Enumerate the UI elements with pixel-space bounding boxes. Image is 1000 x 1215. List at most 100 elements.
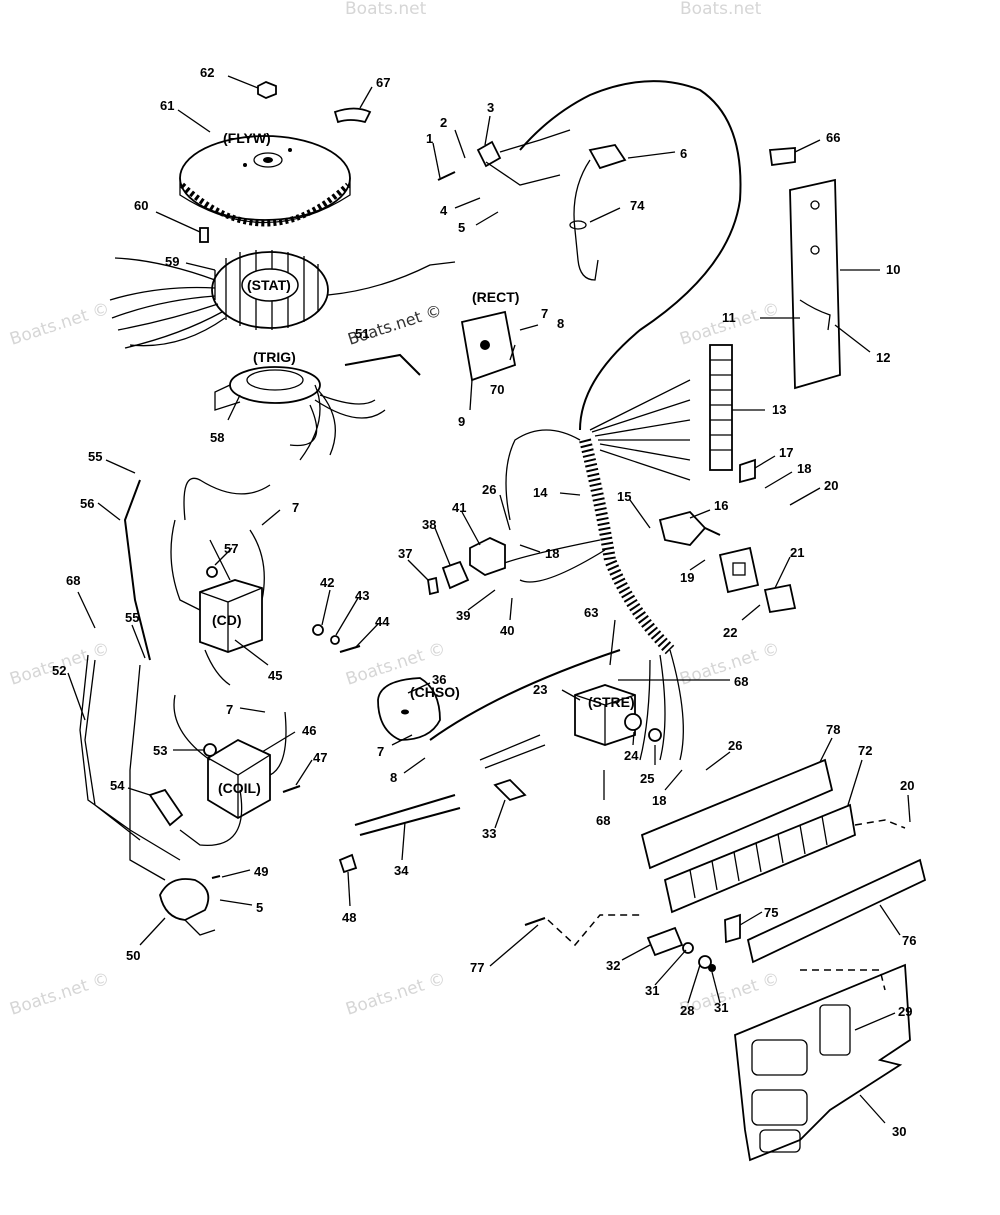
- part-3: [476, 140, 502, 168]
- label-68b: 68: [734, 674, 748, 689]
- label-78: 78: [826, 722, 840, 737]
- bolt-47: [282, 785, 301, 793]
- label-7d: 7: [377, 744, 384, 759]
- label-31a: 31: [645, 983, 659, 998]
- stator: (STAT): [109, 250, 456, 349]
- clip-66: [768, 147, 796, 167]
- label-20a: 20: [824, 478, 838, 493]
- mounting-plate-30: [734, 963, 911, 1162]
- flywheel-key: [333, 107, 372, 124]
- label-55a: 55: [88, 449, 102, 464]
- label-1: 1: [426, 131, 433, 146]
- part-74: [569, 220, 587, 230]
- coil-label: (COIL): [218, 780, 261, 796]
- label-46: 46: [302, 723, 316, 738]
- label-77: 77: [470, 960, 484, 975]
- part-43: [330, 635, 340, 645]
- wire-51: [344, 353, 421, 376]
- label-56: 56: [80, 496, 94, 511]
- flyw-label: (FLYW): [223, 130, 271, 146]
- label-3: 3: [487, 100, 494, 115]
- wire-34: [354, 794, 461, 836]
- part-33: [493, 778, 527, 802]
- label-7b: 7: [292, 500, 299, 515]
- label-57: 57: [224, 541, 238, 556]
- label-2: 2: [440, 115, 447, 130]
- label-18b: 18: [545, 546, 559, 561]
- part-75: [724, 913, 741, 944]
- label-75: 75: [764, 905, 778, 920]
- label-7c: 7: [226, 702, 233, 717]
- part-38: [441, 560, 470, 590]
- leader-lines: [67, 75, 911, 1124]
- rect-label: (RECT): [472, 289, 519, 305]
- screw-1: [437, 171, 456, 181]
- label-66: 66: [826, 130, 840, 145]
- label-72: 72: [858, 743, 872, 758]
- terminal-board-72: [663, 803, 857, 914]
- stre-label: (STRE): [588, 694, 635, 710]
- label-52: 52: [52, 663, 66, 678]
- pin-77: [524, 917, 546, 926]
- label-74: 74: [630, 198, 645, 213]
- watermark-left-1: Boats.net ©: [7, 299, 112, 350]
- flywheel: (FLYW): [179, 130, 351, 227]
- bolt-44: [339, 645, 361, 653]
- label-54: 54: [110, 778, 125, 793]
- main-harness-upper: [519, 80, 742, 431]
- label-59: 59: [165, 254, 179, 269]
- label-49: 49: [254, 864, 268, 879]
- starter-solenoid-23: (STRE): [574, 684, 662, 746]
- label-38: 38: [422, 517, 436, 532]
- part-41: [469, 537, 506, 576]
- watermark-mid-3: Boats.net ©: [343, 969, 448, 1020]
- label-63: 63: [584, 605, 598, 620]
- label-44: 44: [375, 614, 390, 629]
- cd-module: (CD): [170, 477, 271, 686]
- label-36: 36: [432, 672, 446, 687]
- label-26a: 26: [482, 482, 496, 497]
- label-60: 60: [134, 198, 148, 213]
- strip-78: [640, 758, 834, 870]
- label-42: 42: [320, 575, 334, 590]
- part-number-labels: 62 67 61 60 59 58 51 1 2 3 4 5 6 74 66 1…: [52, 65, 916, 1139]
- label-10: 10: [886, 262, 900, 277]
- label-30: 30: [892, 1124, 906, 1139]
- label-68a: 68: [66, 573, 80, 588]
- label-33: 33: [482, 826, 496, 841]
- label-24: 24: [624, 748, 639, 763]
- watermark-top-1: Boats.net: [345, 0, 427, 19]
- label-19: 19: [680, 570, 694, 585]
- plate-21: [763, 583, 797, 614]
- label-4: 4: [440, 203, 448, 218]
- bar-76: [746, 858, 927, 964]
- label-62: 62: [200, 65, 214, 80]
- label-5a: 5: [458, 220, 465, 235]
- label-18c: 18: [652, 793, 666, 808]
- label-8b: 8: [390, 770, 397, 785]
- label-55b: 55: [125, 610, 139, 625]
- label-28: 28: [680, 1003, 694, 1018]
- label-15: 15: [617, 489, 631, 504]
- part-37: [426, 576, 440, 596]
- label-37: 37: [398, 546, 412, 561]
- label-40: 40: [500, 623, 514, 638]
- label-11: 11: [722, 310, 736, 325]
- label-7a: 7: [541, 306, 548, 321]
- label-31b: 31: [714, 1000, 728, 1015]
- label-23: 23: [533, 682, 547, 697]
- label-22: 22: [723, 625, 737, 640]
- screw-49: [211, 875, 221, 879]
- label-48: 48: [342, 910, 356, 925]
- wire-56: [123, 479, 151, 661]
- label-47: 47: [313, 750, 327, 765]
- key-switch-16: [658, 510, 707, 546]
- part-6: [588, 143, 627, 170]
- label-14: 14: [533, 485, 548, 500]
- flywheel-nut: [257, 81, 277, 99]
- label-29: 29: [898, 1004, 912, 1019]
- label-18a: 18: [797, 461, 811, 476]
- screw-57: [206, 566, 218, 578]
- label-68c: 68: [596, 813, 610, 828]
- wire-to-36: [429, 649, 621, 741]
